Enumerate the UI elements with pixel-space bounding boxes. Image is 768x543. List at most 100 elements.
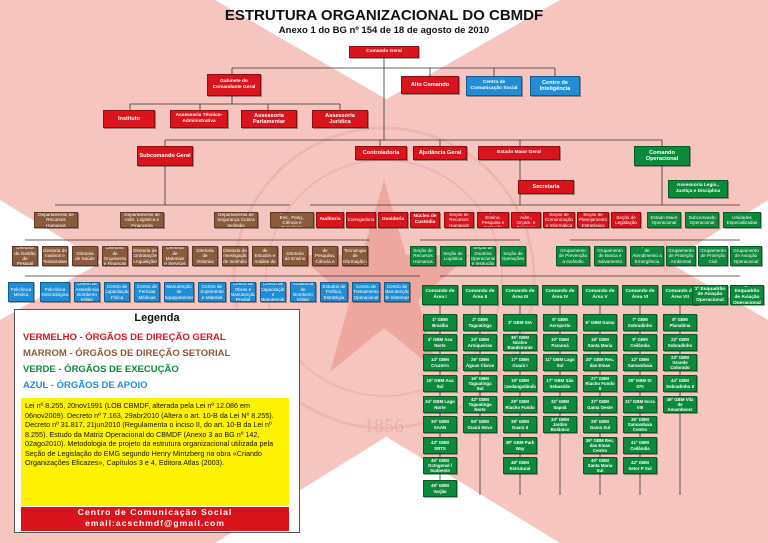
gbm-unit[interactable]: 1º GBM Brasília xyxy=(423,314,457,331)
gbm-unit[interactable]: 22º GBM Sobradinho xyxy=(663,334,697,351)
gbm-unit[interactable]: 12º GBM Samambaia xyxy=(623,354,657,371)
node-dep-seguranca[interactable]: Departamento de Segurança Contra Incêndi… xyxy=(214,212,258,228)
node-centro-treinamento[interactable]: Centro de Treinamento Operacional xyxy=(352,282,380,302)
gbm-unit[interactable]: 3º GBM SIA xyxy=(503,314,537,331)
node-dir-ensino[interactable]: Diretoria de Ensino xyxy=(282,246,308,266)
node-comando-geral[interactable]: Comando Geral xyxy=(349,46,419,58)
node-grup-aph[interactable]: Grupamento de Atendimento a Emergência P… xyxy=(630,246,664,266)
gbm-unit[interactable]: 10º GBM Paranoá xyxy=(543,334,577,351)
node-dep-ensino[interactable]: Departamento de Ens., Pesq., Ciência e T… xyxy=(270,212,314,228)
node-secao-rh[interactable]: Seção de Recursos Humanos xyxy=(444,212,474,228)
node-dir-saude[interactable]: Diretoria de Saúde xyxy=(72,246,98,266)
node-comando-area-7[interactable]: Comando de Área VII xyxy=(662,285,698,305)
node-academia[interactable]: Academia de Bombeiro Militar xyxy=(290,282,316,302)
node-esquadrao-2[interactable]: 2º Esquadrão de Aviação Operacional xyxy=(730,285,764,305)
node-esquadrao-1[interactable]: 1º Esquadrão de Aviação Operacional xyxy=(692,285,728,305)
gbm-unit[interactable]: 31º GBM Incra VIII xyxy=(623,396,657,413)
gbm-unit[interactable]: 26º GBM Águas Claras xyxy=(463,354,497,371)
node-assessoria-parlamentar[interactable]: Assessoria Parlamentar xyxy=(241,110,297,128)
gbm-unit[interactable]: 43º GBM SRTS xyxy=(423,437,457,454)
node-unidades-especializadas[interactable]: Unidades Especializadas xyxy=(723,212,761,228)
node-sec-operacoes[interactable]: Seção de Operações xyxy=(500,246,526,266)
gbm-unit[interactable]: 29º GBM Riacho Fundo xyxy=(503,396,537,413)
node-centro-capacitacao-fisica[interactable]: Centro de Capacitação Física xyxy=(104,282,130,302)
gbm-unit[interactable]: 41º GBM Ceilândia xyxy=(623,437,657,454)
gbm-unit[interactable]: 28º GBM Sr 070 xyxy=(623,375,657,392)
node-assessoria-tecnica[interactable]: Assessoria Técnico-Administrativa xyxy=(170,110,228,128)
gbm-unit[interactable]: 42º GBM Taguatinga Norte xyxy=(463,396,497,413)
gbm-unit[interactable]: 16º GBM Taguatinga Sul xyxy=(463,375,497,392)
node-centro-pericias[interactable]: Centro de Perícias Médicas xyxy=(134,282,160,302)
gbm-unit[interactable]: 30º GBM SAAN xyxy=(423,416,457,433)
node-dep-recursos-humanos[interactable]: Departamento de Recursos Humanos xyxy=(34,212,78,228)
gbm-unit[interactable]: 14º GBM Cruzeiro xyxy=(423,354,457,371)
gbm-unit[interactable]: 35º GBM Núcleo Bandeirante xyxy=(503,334,537,351)
node-estado-maior-geral[interactable]: Estado Maior Geral xyxy=(478,146,560,160)
node-secao-adm[interactable]: Seção de Adm., Orçam. e Finanças xyxy=(511,212,541,228)
node-auditoria[interactable]: Auditoria xyxy=(316,212,344,228)
node-dir-tecnologia[interactable]: Diretoria de Tecnologia de Informação e … xyxy=(342,246,368,266)
gbm-unit[interactable]: 32º GBM Itapoã xyxy=(543,396,577,413)
node-sec-doutrina[interactable]: Seção de Doutrina Operacional e Instruçã… xyxy=(470,246,496,266)
gbm-unit[interactable]: 44º GBM Sobradinho II xyxy=(663,375,697,392)
gbm-unit[interactable]: 33º GBM Jardim Botânico xyxy=(543,416,577,433)
node-grup-busca[interactable]: Grupamento de Busca e Salvamento xyxy=(594,246,626,266)
gbm-unit[interactable]: 40º GBM Santa Maria Sul xyxy=(583,457,617,474)
node-corregedoria[interactable]: Corregedoria xyxy=(346,212,376,228)
node-grup-aviacao[interactable]: Grupamento de Aviação Operacional xyxy=(730,246,762,266)
gbm-unit[interactable]: 42º GBM Setor P Sul xyxy=(623,457,657,474)
node-subcomando-op[interactable]: Subcomando Operacional xyxy=(685,212,719,228)
node-secao-planejamento[interactable]: Seção de Planejamento Estratégico xyxy=(577,212,609,228)
gbm-unit[interactable]: 11º GBM Lago Sul xyxy=(543,354,577,371)
node-secao-ensino[interactable]: Seção de Ensino, Pesquisa e Instrução xyxy=(477,212,509,228)
gbm-unit[interactable]: 15º GBM Asa Sul xyxy=(423,375,457,392)
gbm-unit[interactable]: 4º GBM Asa Norte xyxy=(423,334,457,351)
node-dep-logistica[interactable]: Departamento de Adm. Logística e Finance… xyxy=(120,212,164,228)
node-centro-manutencao-equip[interactable]: Centro de Manutenção de Equipamentos e V… xyxy=(164,282,194,302)
gbm-unit[interactable]: 19º GBM Candangolândia xyxy=(503,375,537,392)
node-dir-materiais[interactable]: Diretoria de Materiais e Serviços xyxy=(162,246,188,266)
gbm-unit[interactable]: 46º GBM Vila de Amamhecer xyxy=(663,396,697,413)
node-dir-pesquisa[interactable]: Diretoria de Pesquisa, Ciência e Tecnolo… xyxy=(312,246,338,266)
node-comando-area-3[interactable]: Comando de Área III xyxy=(502,285,538,305)
node-dir-inativos[interactable]: Diretoria de Inativos e Pensionistas xyxy=(42,246,68,266)
gbm-unit[interactable]: 39º GBM Park Way xyxy=(503,437,537,454)
node-centro-capacitacao-manut[interactable]: Centro de Capacitação e Manutenção xyxy=(260,282,286,302)
node-comando-area-5[interactable]: Comando de Área V xyxy=(582,285,618,305)
node-comando-area-6[interactable]: Comando de Área VI xyxy=(622,285,658,305)
gbm-unit[interactable]: 9º GBM Ceilândia xyxy=(623,334,657,351)
gbm-unit[interactable]: 35º GBM Samambaia Centro xyxy=(623,416,657,433)
gbm-unit[interactable]: 6º GBM Gama xyxy=(583,314,617,331)
node-grup-civil[interactable]: Grupamento de Proteção Civil xyxy=(698,246,728,266)
node-secao-comunicacao[interactable]: Seção de Comunicação e Informática xyxy=(543,212,575,228)
node-comando-area-2[interactable]: Comando de Área II xyxy=(462,285,498,305)
contact-email[interactable]: email:acschmdf@gmail.com xyxy=(85,517,225,528)
node-nucleo-custodia[interactable]: Núcleo de Custódia xyxy=(410,212,440,228)
node-dir-investigacao[interactable]: Diretoria de Investigação de Incêndio xyxy=(222,246,248,266)
gbm-unit[interactable]: 45º GBM Octogonal / Sudoeste xyxy=(423,457,457,474)
gbm-unit[interactable]: 20º GBM Rec. das Emas xyxy=(583,354,617,371)
node-alto-comando[interactable]: Alto Comando xyxy=(401,76,459,94)
node-dir-orcamento[interactable]: Diretoria de Orçamento e Finanças xyxy=(102,246,128,266)
node-centro-estudos[interactable]: Centro de Estudos de Política, Estratégi… xyxy=(320,282,348,302)
node-secretaria[interactable]: Secretaria xyxy=(518,180,574,194)
gbm-unit[interactable]: 24º GBM Arniqueiras xyxy=(463,334,497,351)
gbm-unit[interactable]: 50º GBM Guará Novo xyxy=(463,416,497,433)
gbm-unit[interactable]: 2º GBM Taguatinga xyxy=(463,314,497,331)
node-subcomando-geral[interactable]: Subcomando Geral xyxy=(137,146,193,166)
node-dir-vistorias[interactable]: Diretoria de Vistorias xyxy=(192,246,218,266)
node-sec-logistica[interactable]: Seção de Logística xyxy=(440,246,466,266)
gbm-unit[interactable]: 8º GBM Planaltina xyxy=(663,314,697,331)
node-assessoria-juridica[interactable]: Assessoria Jurídica xyxy=(312,110,368,128)
node-dir-contratacoes[interactable]: Diretoria de Contratações e Aquisições xyxy=(132,246,158,266)
gbm-unit[interactable]: 28º GBM Gama Sul xyxy=(583,416,617,433)
node-dir-estudos[interactable]: Diretoria de Estudos e Análise de Projet… xyxy=(252,246,278,266)
node-comando-area-4[interactable]: Comando de Área IV xyxy=(542,285,578,305)
gbm-unit[interactable]: 7º GBM Sobradinho xyxy=(623,314,657,331)
node-policlinica-odonto[interactable]: Policlínica Odontológica xyxy=(40,282,70,302)
gbm-unit[interactable]: 17º GBM São Sebastião xyxy=(543,375,577,392)
node-secao-legislacao[interactable]: Seção de Legislação xyxy=(611,212,641,228)
gbm-unit[interactable]: 37º GBM Gama Oeste xyxy=(583,396,617,413)
node-ouvidoria[interactable]: Ouvidoria xyxy=(378,212,408,228)
node-estado-maior-op[interactable]: Estado Maior Operacional xyxy=(647,212,681,228)
